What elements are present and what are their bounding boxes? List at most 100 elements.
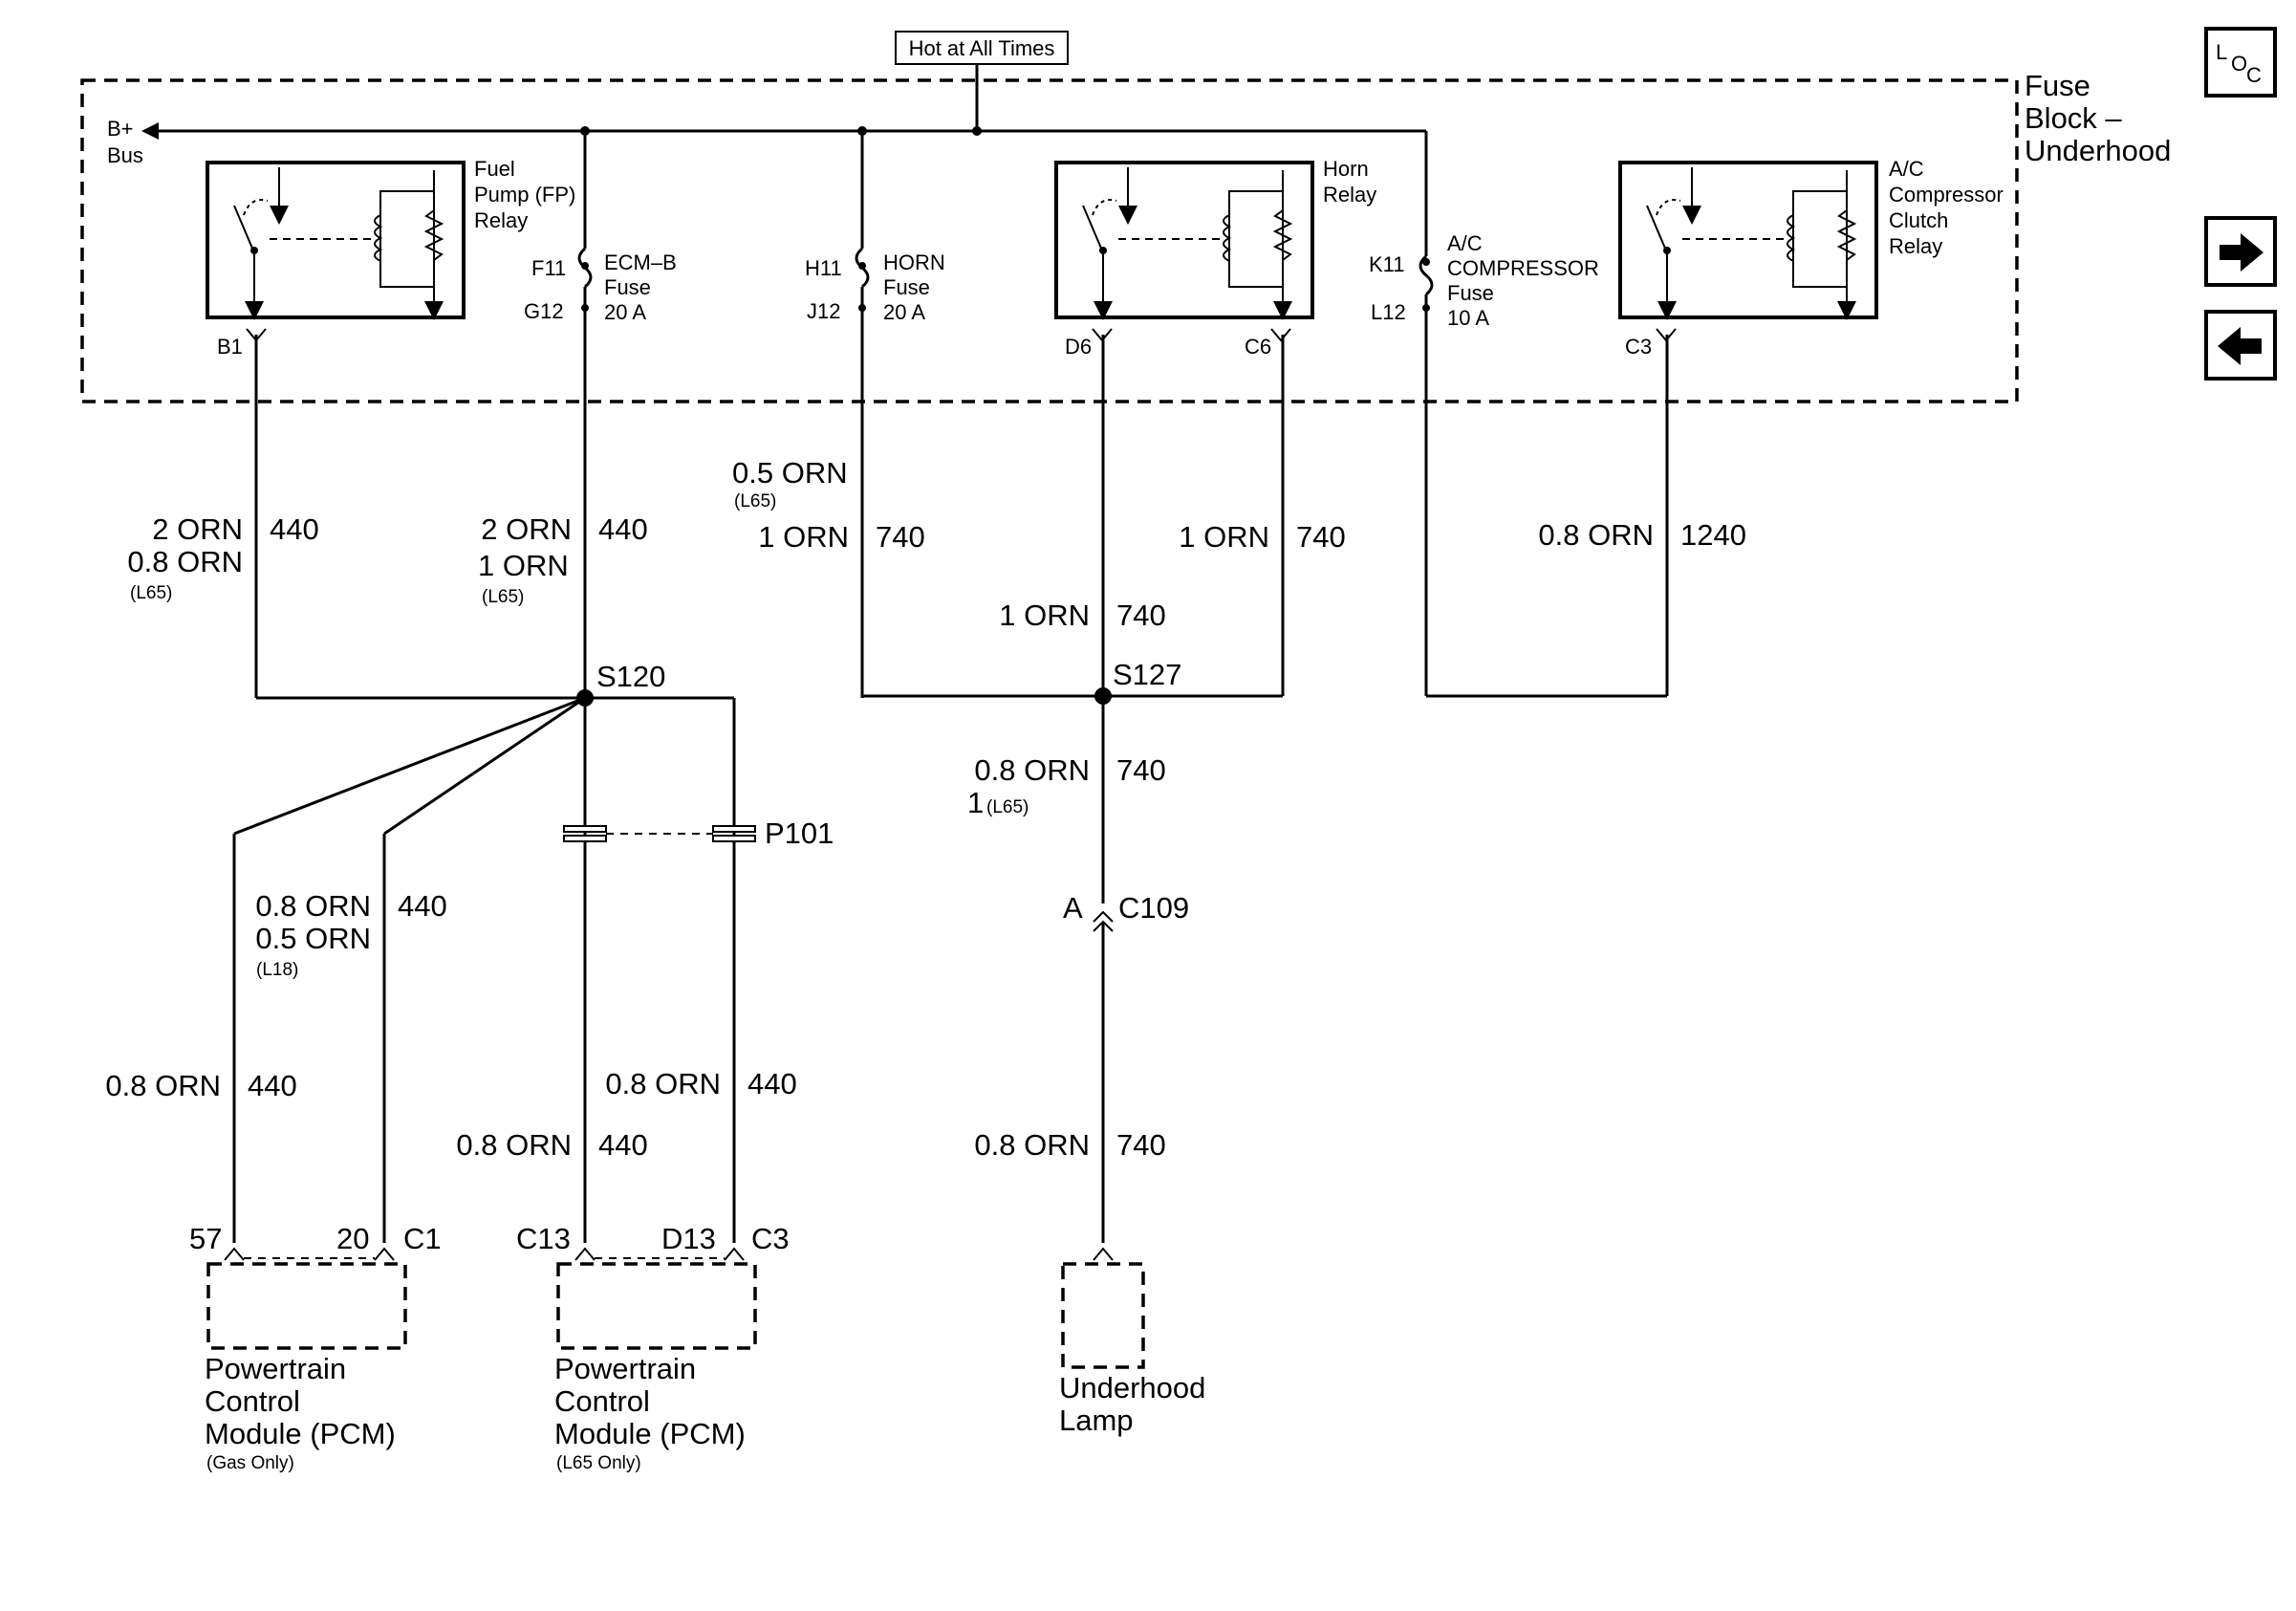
- svg-text:J12: J12: [807, 299, 840, 323]
- svg-text:2 ORN: 2 ORN: [481, 512, 572, 546]
- svg-text:H11: H11: [805, 256, 842, 280]
- svg-text:20: 20: [336, 1222, 369, 1255]
- svg-text:Fuse: Fuse: [2025, 69, 2090, 102]
- wire-label-s127: 0.8 ORN 740 1 (L65): [967, 753, 1166, 819]
- svg-text:(L65): (L65): [130, 583, 172, 603]
- wire-label-d6: 1 ORN 740: [999, 599, 1165, 632]
- svg-text:0.5 ORN: 0.5 ORN: [732, 456, 848, 490]
- svg-text:2 ORN: 2 ORN: [152, 512, 243, 546]
- location-view-button[interactable]: L O C: [2204, 27, 2277, 98]
- svg-text:(L65 Only): (L65 Only): [556, 1453, 641, 1473]
- bus-arrow-icon: [141, 122, 159, 140]
- svg-text:B+: B+: [107, 117, 134, 141]
- svg-text:Hot at All Times: Hot at All Times: [909, 36, 1055, 60]
- svg-text:0.8 ORN: 0.8 ORN: [255, 889, 371, 923]
- svg-text:(L65): (L65): [986, 797, 1029, 817]
- svg-text:Underhood: Underhood: [2025, 134, 2171, 167]
- svg-text:G12: G12: [524, 299, 564, 323]
- svg-text:740: 740: [1116, 599, 1166, 632]
- svg-text:(Gas Only): (Gas Only): [206, 1453, 294, 1473]
- svg-text:C13: C13: [516, 1222, 571, 1255]
- svg-text:0.8 ORN: 0.8 ORN: [456, 1128, 572, 1162]
- svg-text:440: 440: [398, 889, 447, 923]
- svg-text:Powertrain: Powertrain: [554, 1352, 696, 1385]
- svg-text:D13: D13: [661, 1222, 716, 1255]
- svg-text:L: L: [2216, 40, 2227, 64]
- svg-text:A/C: A/C: [1447, 231, 1483, 255]
- svg-text:A/C: A/C: [1889, 157, 1924, 181]
- svg-text:0.8 ORN: 0.8 ORN: [974, 753, 1090, 787]
- svg-text:Block –: Block –: [2025, 101, 2122, 135]
- wire-label-horn-c6: 1 ORN 740: [1179, 520, 1345, 554]
- svg-text:(L65): (L65): [734, 491, 776, 512]
- next-page-button[interactable]: [2204, 216, 2277, 287]
- p101-connector: [563, 825, 756, 842]
- svg-text:Control: Control: [554, 1384, 650, 1418]
- svg-text:1 ORN: 1 ORN: [999, 599, 1090, 632]
- svg-text:Control: Control: [205, 1384, 300, 1418]
- svg-text:F11: F11: [531, 256, 566, 280]
- svg-text:740: 740: [1116, 753, 1166, 787]
- svg-text:1: 1: [967, 786, 984, 819]
- wire-label-pin57: 0.8 ORN 440: [105, 1069, 296, 1102]
- svg-text:L12: L12: [1371, 300, 1406, 324]
- svg-text:Module (PCM): Module (PCM): [205, 1417, 396, 1450]
- svg-text:20 A: 20 A: [883, 300, 925, 324]
- svg-text:740: 740: [1116, 1128, 1166, 1162]
- svg-text:440: 440: [270, 512, 319, 546]
- svg-text:ECM–B: ECM–B: [604, 250, 677, 274]
- arrow-right-icon: [2220, 233, 2264, 272]
- splice-s127: [1094, 687, 1112, 705]
- svg-text:Relay: Relay: [1323, 183, 1376, 207]
- svg-text:C1: C1: [403, 1222, 442, 1255]
- wire-label-fp: 2 ORN 440 0.8 ORN (L65): [127, 512, 318, 603]
- svg-text:Fuse: Fuse: [1447, 281, 1494, 305]
- arrow-left-icon: [2218, 327, 2262, 365]
- svg-text:Lamp: Lamp: [1059, 1404, 1134, 1437]
- wire-label-d13: 0.8 ORN 440: [605, 1067, 796, 1100]
- svg-text:0.8 ORN: 0.8 ORN: [605, 1067, 721, 1100]
- splice-s127-label: S127: [1113, 658, 1181, 691]
- svg-text:(L18): (L18): [256, 960, 298, 980]
- svg-text:COMPRESSOR: COMPRESSOR: [1447, 256, 1599, 280]
- svg-text:1 ORN: 1 ORN: [758, 520, 849, 554]
- horn-fuse: H11 J12 HORN Fuse 20 A: [805, 247, 945, 324]
- wire-label-pin20: 0.8 ORN 440 0.5 ORN (L18): [255, 889, 446, 980]
- fuel-pump-relay: Fuel Pump (FP) Relay: [206, 157, 575, 320]
- svg-text:Bus: Bus: [107, 143, 143, 167]
- pcm-l65-module: C13 D13 C3 Powertrain Control Module (PC…: [516, 1222, 790, 1473]
- svg-text:740: 740: [876, 520, 925, 554]
- ac-compressor-fuse: K11 L12 A/C COMPRESSOR Fuse 10 A: [1369, 231, 1599, 330]
- c109-connector: [1093, 910, 1114, 932]
- bplus-bus-label: B+ Bus: [107, 117, 143, 167]
- c109-label: C109: [1118, 891, 1189, 925]
- svg-text:Relay: Relay: [1889, 234, 1942, 258]
- svg-text:Fuel: Fuel: [474, 157, 515, 181]
- svg-text:Underhood: Underhood: [1059, 1371, 1205, 1404]
- ac-compressor-clutch-relay: A/C Compressor Clutch Relay: [1618, 157, 2004, 320]
- svg-text:Module (PCM): Module (PCM): [554, 1417, 746, 1450]
- svg-text:Compressor: Compressor: [1889, 183, 2004, 207]
- fuse-block-title: Fuse Block – Underhood: [2025, 69, 2171, 167]
- pin-d6: D6: [1065, 335, 1092, 359]
- svg-text:C: C: [2246, 63, 2262, 87]
- svg-text:440: 440: [248, 1069, 297, 1102]
- svg-text:0.5 ORN: 0.5 ORN: [255, 922, 371, 955]
- svg-text:0.8 ORN: 0.8 ORN: [127, 545, 243, 578]
- wire-label-ac: 0.8 ORN 1240: [1538, 518, 1746, 552]
- svg-text:O: O: [2231, 52, 2247, 76]
- svg-text:740: 740: [1296, 520, 1346, 554]
- svg-text:Powertrain: Powertrain: [205, 1352, 346, 1385]
- pin-c6: C6: [1245, 335, 1271, 359]
- svg-text:1 ORN: 1 ORN: [1179, 520, 1269, 554]
- svg-text:1240: 1240: [1680, 518, 1746, 552]
- previous-page-button[interactable]: [2204, 310, 2277, 381]
- wire-label-ecm: 2 ORN 440 1 ORN (L65): [478, 512, 648, 607]
- svg-text:0.8 ORN: 0.8 ORN: [105, 1069, 221, 1102]
- svg-text:Pump (FP): Pump (FP): [474, 183, 575, 207]
- svg-text:Horn: Horn: [1323, 157, 1369, 181]
- svg-text:Fuse: Fuse: [883, 275, 930, 299]
- underhood-lamp: Underhood Lamp: [1059, 1247, 1205, 1437]
- fuse-block-boundary: [80, 78, 2019, 403]
